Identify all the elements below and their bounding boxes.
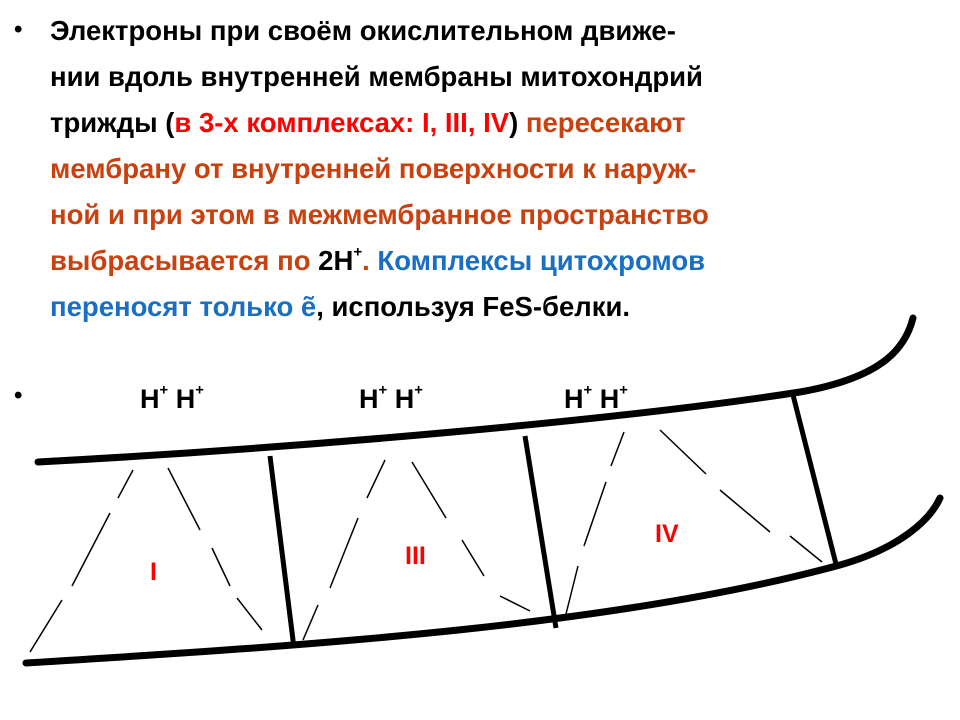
text-line-7: переносят только ẽ, используя FeS-белки. [50, 284, 950, 330]
bullet-1: • [14, 16, 23, 43]
complex-IV-triangle [565, 429, 823, 615]
text-segment: , используя FeS-белки. [316, 291, 631, 322]
complex-label-IV: IV [655, 520, 679, 548]
complex-label-III: III [405, 542, 426, 570]
complex-divider-2 [522, 435, 559, 629]
text-segment: . [362, 245, 378, 276]
text-line-4: мембрану от внутренней поверхности к нар… [50, 153, 697, 184]
cytochrome-highlight: Комплексы цитохромов [377, 245, 706, 276]
complex-III-triangle [302, 459, 531, 641]
crossing-highlight: пересекают [525, 107, 686, 138]
text-segment: трижды ( [50, 107, 175, 138]
electron-highlight: переносят только ẽ [50, 291, 317, 322]
text-segment: выбрасывается по [50, 245, 319, 276]
text-line-5: ной и при этом в межмембранное пространс… [50, 199, 709, 230]
proton-label-2: H+ H+ [359, 382, 423, 414]
text-segment: ) [509, 107, 526, 138]
text-line-6: выбрасывается по 2H+. Комплексы цитохром… [50, 238, 950, 284]
complexes-highlight: в 3-х комплексах: I, III, IV [174, 107, 510, 138]
complex-divider-1 [267, 455, 297, 649]
complex-label-I: I [150, 558, 157, 586]
main-paragraph: Электроны при своём окислительном движе-… [50, 8, 950, 330]
proton-label-1: H+ H+ [140, 382, 204, 414]
text-line-1: Электроны при своём окислительном движе- [50, 15, 676, 46]
bullet-2: • [14, 382, 23, 409]
proton-label-3: H+ H+ [564, 382, 628, 414]
text-line-3: трижды (в 3-х комплексах: I, III, IV) пе… [50, 100, 950, 146]
text-line-2: нии вдоль внутренней мембраны митохондри… [50, 61, 703, 92]
membrane-inner-line [22, 494, 944, 667]
membrane-outer-line [34, 314, 917, 466]
proton-count: 2H+ [318, 243, 363, 276]
complex-I-triangle [29, 467, 263, 653]
complex-divider-3 [790, 394, 840, 569]
